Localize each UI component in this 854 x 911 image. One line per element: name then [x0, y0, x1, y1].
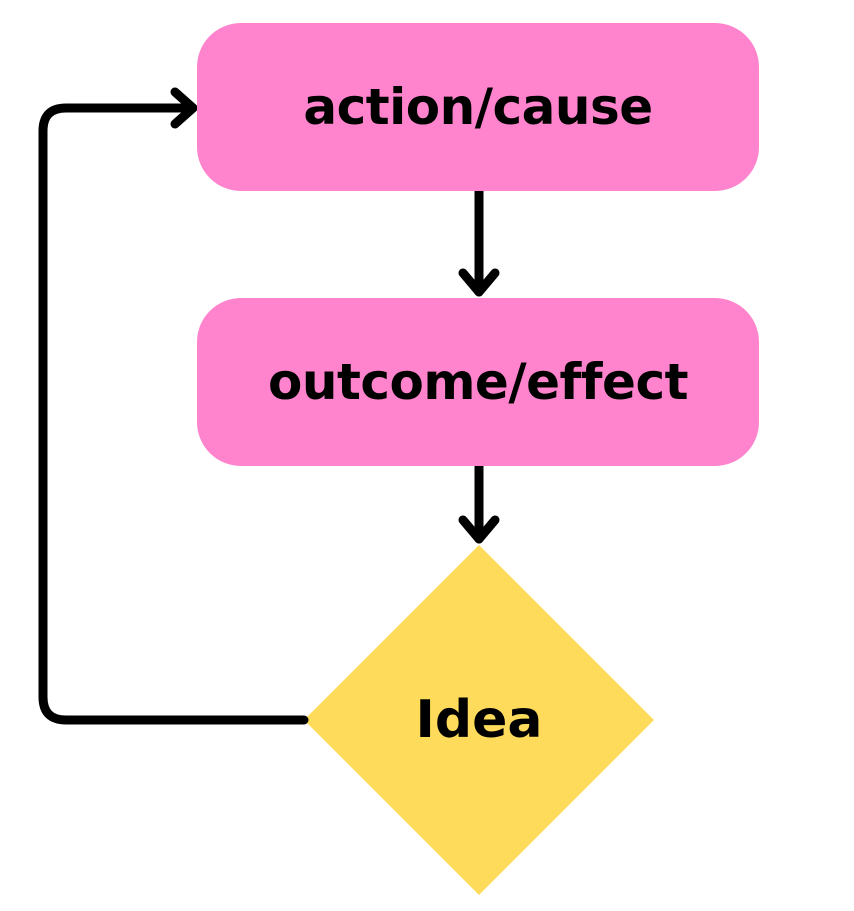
edge-action-to-outcome: [458, 186, 500, 297]
edge-outcome-to-idea-arrowhead: [458, 515, 500, 544]
outcome-effect-node: outcome/effect: [197, 298, 759, 466]
edge-outcome-to-idea: [458, 461, 500, 544]
action-cause-node: action/cause: [197, 23, 759, 191]
idea-decision-diamond: [304, 545, 654, 895]
idea-label: Idea: [415, 690, 543, 750]
action-cause-label: action/cause: [303, 78, 653, 136]
edge-idea-to-action: [38, 87, 309, 725]
edge-idea-to-action-arrowhead: [170, 87, 198, 129]
edge-idea-to-action-line: [38, 103, 309, 725]
outcome-effect-label: outcome/effect: [268, 353, 688, 411]
edge-action-to-outcome-arrowhead: [458, 268, 500, 297]
